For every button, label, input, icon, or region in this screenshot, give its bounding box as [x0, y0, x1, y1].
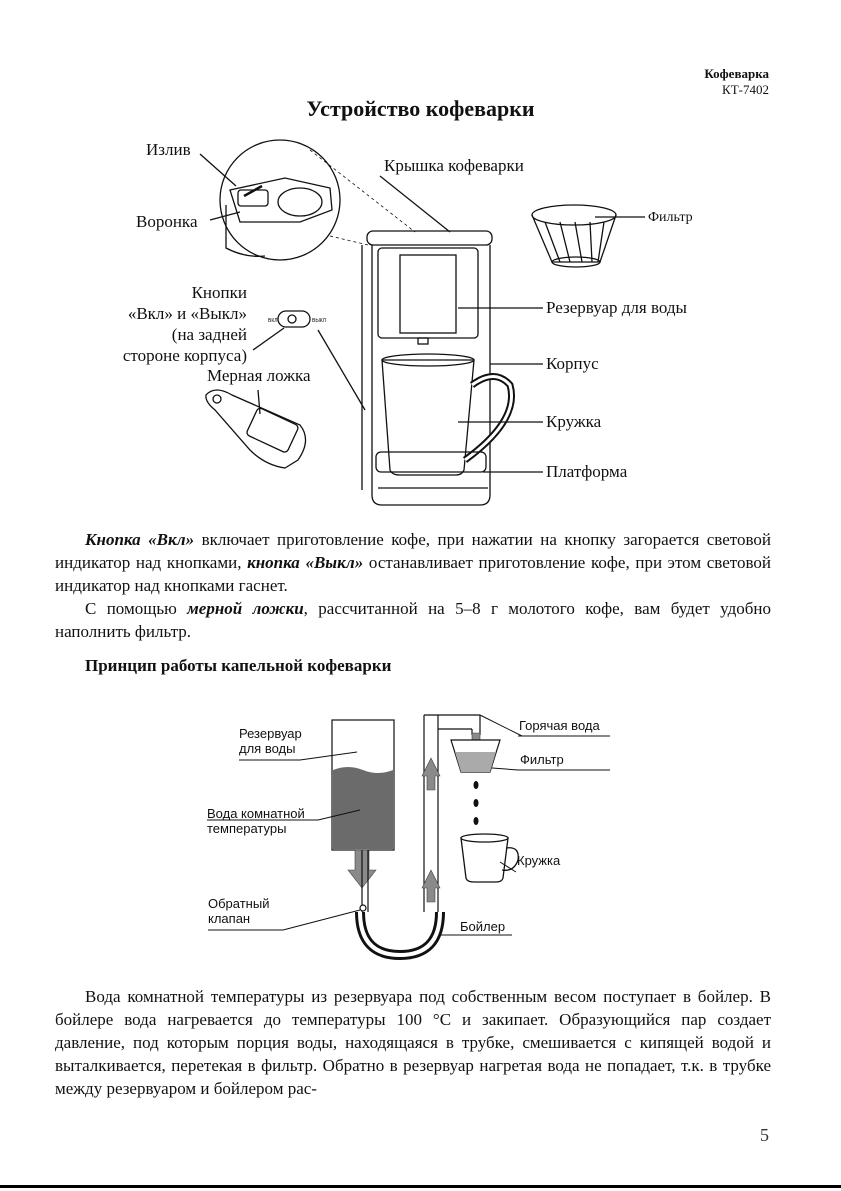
label-spoon: Мерная ложка	[207, 366, 311, 385]
label-spout: Излив	[146, 140, 191, 159]
button-panel	[277, 310, 311, 328]
para2-text1: С помощью	[85, 599, 188, 618]
d2-label-filter: Фильтр	[520, 752, 564, 767]
paragraph-principle: Вода комнатной температуры из резервуара…	[55, 985, 771, 1100]
label-filter: Фильтр	[648, 210, 693, 225]
label-buttons-line4: стороне корпуса)	[122, 346, 247, 365]
coffee-maker-illustration: ВКЛ ВЫКЛ	[199, 139, 645, 506]
header-model: КТ-7402	[722, 82, 769, 97]
para2-text2: , рассчитанной на 5–8 г молотого кофе, в…	[55, 599, 771, 641]
para3-text: Вода комнатной температуры из резервуара…	[55, 987, 771, 1098]
mug2-shape	[460, 837, 509, 883]
label-reservoir: Резервуар для воды	[546, 298, 687, 317]
label-funnel: Воронка	[136, 212, 198, 231]
label-lid: Крышка кофеварки	[384, 156, 524, 175]
label-buttons: Кнопки «Вкл» и «Выкл» (на задней стороне…	[95, 282, 247, 366]
d2-label-hot-water: Горячая вода	[519, 718, 600, 733]
housing-shape	[371, 245, 491, 506]
label-buttons-line3: (на задней	[171, 325, 247, 344]
d2-label-water-l2: температуры	[207, 821, 287, 836]
bottom-rule	[0, 1185, 841, 1188]
em-spoon: мерной ложки	[187, 599, 304, 618]
em-button-off: кнопка «Выкл»	[247, 553, 364, 572]
zoom-circle	[219, 139, 341, 261]
btn-on-label: ВКЛ	[268, 318, 278, 324]
d2-label-valve: Обратный клапан	[208, 896, 269, 926]
label-body: Корпус	[546, 354, 599, 373]
d2-label-water-l1: Вода комнатной	[207, 806, 305, 821]
para1-text2: останавливает приготовление кофе, при эт…	[55, 553, 771, 595]
tank-water	[333, 767, 393, 849]
label-buttons-line2: «Вкл» и «Выкл»	[127, 304, 247, 323]
d2-label-boiler: Бойлер	[460, 919, 506, 934]
btn-off-label: ВЫКЛ	[312, 318, 326, 324]
d2-label-valve-l2: клапан	[208, 911, 251, 926]
label-mug: Кружка	[546, 412, 602, 431]
para1-text1: включает приготовление кофе, при нажатии…	[55, 530, 771, 572]
em-button-on: Кнопка «Вкл»	[85, 530, 195, 549]
d2-label-reservoir: Резервуар для воды	[239, 726, 302, 756]
d2-label-reservoir-l2: для воды	[239, 741, 296, 756]
header: Кофеварка КТ-7402	[704, 66, 769, 98]
page-title: Устройство кофеварки	[306, 96, 535, 121]
section-heading: Принцип работы капельной кофеварки	[85, 656, 392, 675]
d2-label-water: Вода комнатной температуры	[207, 806, 305, 836]
label-platform: Платформа	[546, 462, 628, 481]
spoon-shape	[205, 389, 307, 469]
page-number: 5	[760, 1125, 769, 1145]
valve-dot	[359, 904, 367, 912]
header-product: Кофеварка	[704, 66, 769, 81]
d2-label-reservoir-l1: Резервуар	[239, 726, 302, 741]
d2-label-mug: Кружка	[517, 853, 561, 868]
lid-shape	[366, 230, 493, 246]
funnel-shape	[277, 187, 323, 217]
paragraph-buttons: Кнопка «Вкл» включает приготовление кофе…	[55, 528, 771, 643]
label-buttons-line1: Кнопки	[191, 283, 247, 302]
d2-label-valve-l1: Обратный	[208, 896, 270, 911]
